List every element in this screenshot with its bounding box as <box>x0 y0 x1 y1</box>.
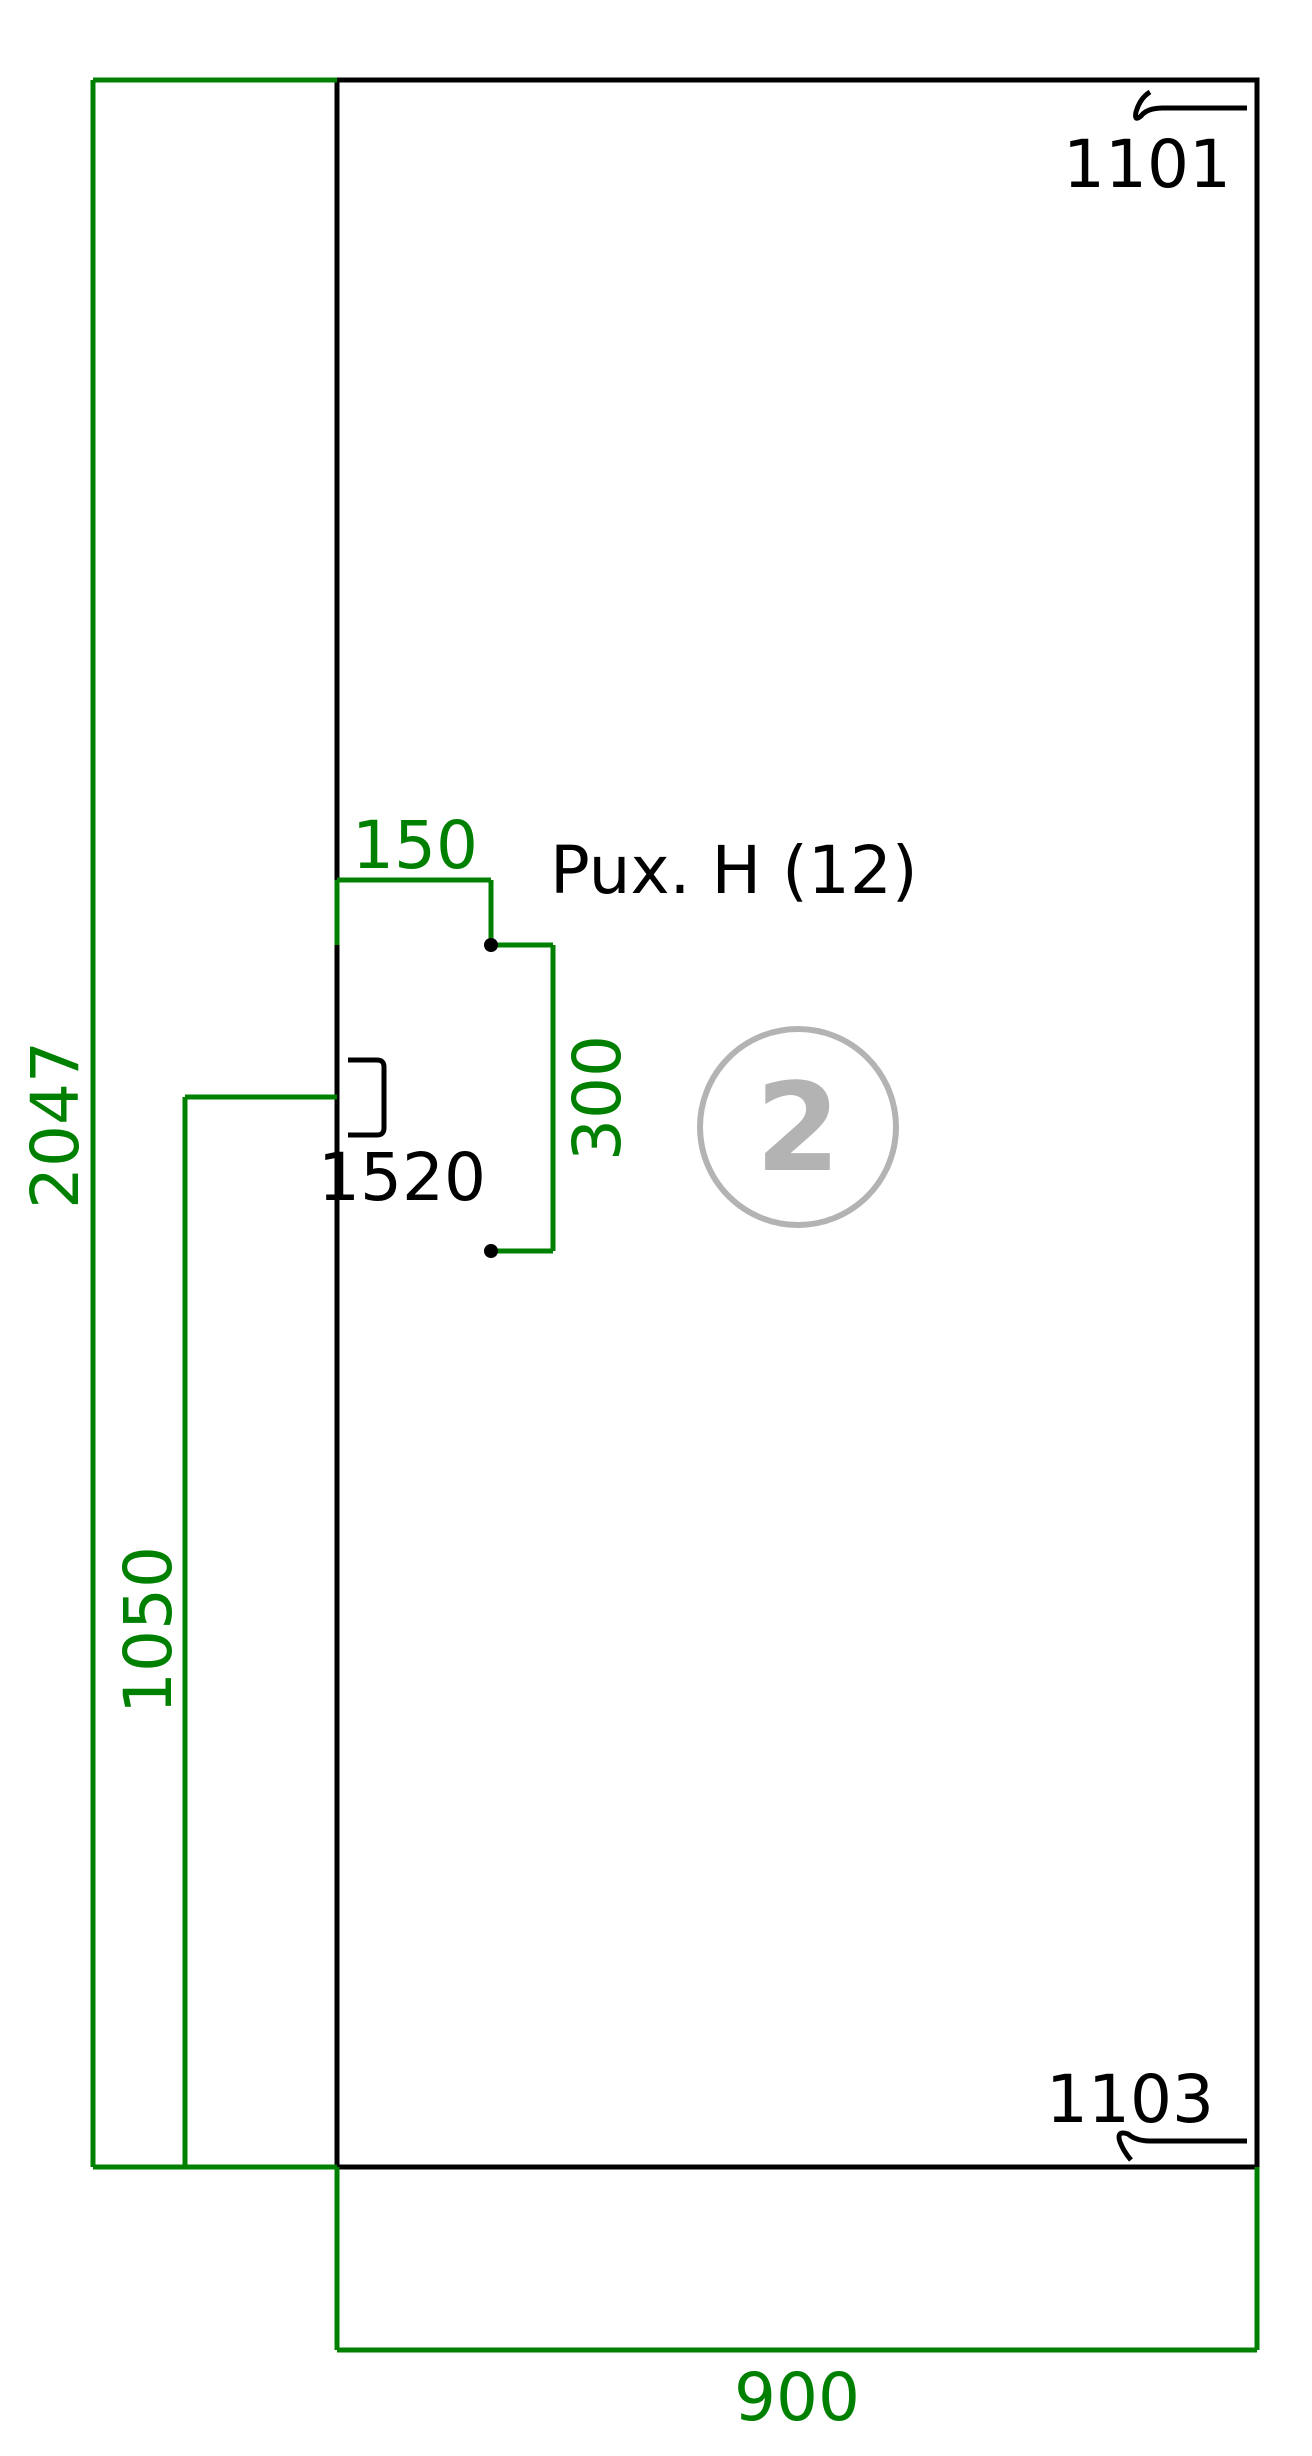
handle-label: 1520 <box>318 1139 486 1216</box>
door-number: 2 <box>756 1057 841 1199</box>
width-dimension <box>334 2167 1260 2353</box>
hole-offset-dimension <box>334 877 494 945</box>
drill-hole-icon <box>484 938 498 952</box>
hinge-bottom-label: 1103 <box>1046 2061 1214 2138</box>
door-number-badge <box>697 1026 899 1228</box>
hinge-top-label: 1101 <box>1063 126 1231 203</box>
handle-bracket-icon <box>348 1057 387 1138</box>
hole-offset-label: 150 <box>352 807 478 884</box>
hole-spacing-label: 300 <box>559 1035 636 1161</box>
total-height-dimension <box>90 77 337 2170</box>
hinge-bottom-icon <box>1116 2130 1247 2162</box>
hinge-top-icon <box>1133 89 1247 121</box>
width-label: 900 <box>734 2359 860 2436</box>
door-panel <box>334 77 1260 2170</box>
drill-hole-icon <box>484 1244 498 1258</box>
holes-label: Pux. H (12) <box>550 832 918 909</box>
total-height-label: 2047 <box>17 1041 94 1209</box>
handle-height-label: 1050 <box>110 1546 187 1714</box>
hole-spacing-dimension <box>491 942 556 1254</box>
handle-height-dimension <box>182 1094 337 2167</box>
